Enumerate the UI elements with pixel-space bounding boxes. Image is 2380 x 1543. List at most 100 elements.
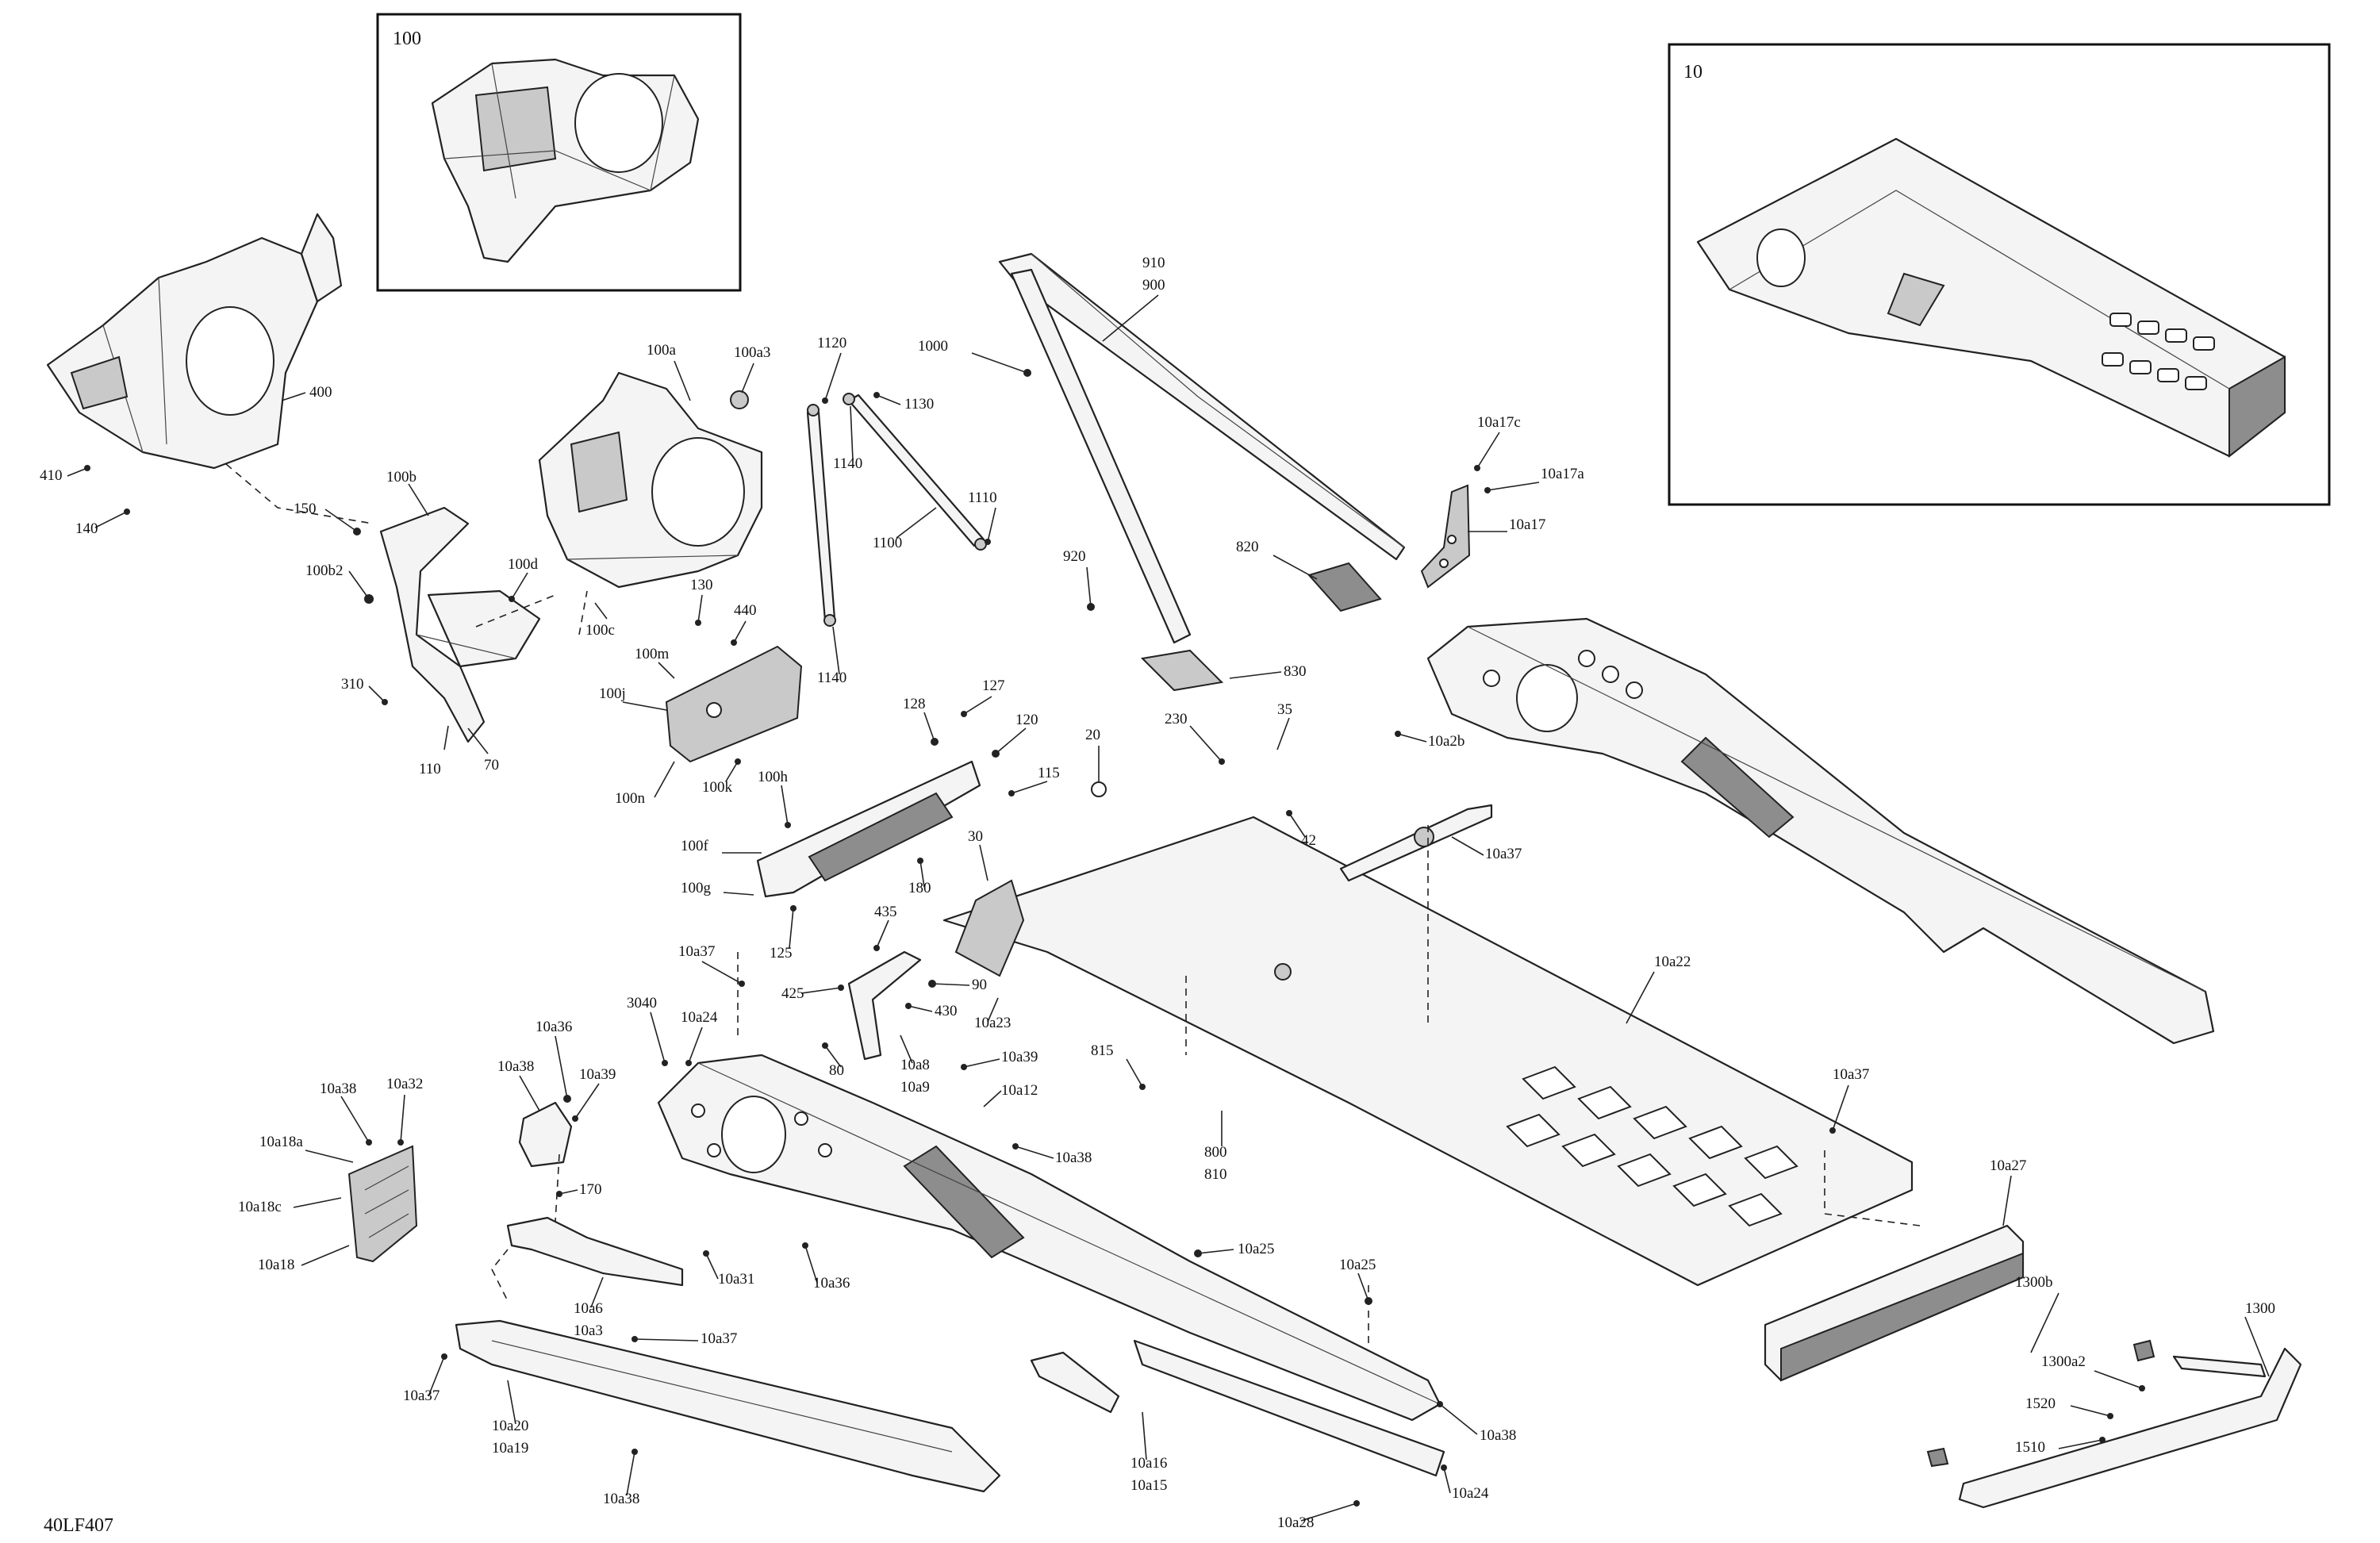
callout-c-100n: 100n [615,790,646,807]
callout-c-1300b: 1300b [2015,1274,2053,1291]
callout-c-820: 820 [1236,539,1259,555]
callout-c-1130: 1130 [904,396,934,413]
arm-10a6 [506,1216,684,1287]
callout-c-10a39b: 10a39 [1001,1049,1038,1065]
tunnel-vent-slots-inset [2102,313,2215,390]
tunnel-top-10a22 [942,816,1914,1287]
callout-c-100j: 100j [599,685,626,702]
rail-holes-left [691,1104,832,1157]
callout-c-900: 900 [1142,277,1165,294]
callout-c-10a38b: 10a38 [320,1080,356,1097]
callout-c-10a38c: 10a38 [603,1491,639,1507]
callout-c-100b2: 100b2 [305,562,344,579]
tunnel-vent-slots [1506,1065,1798,1227]
callout-c-100a: 100a [647,342,677,359]
bracket-10a17 [1420,484,1471,589]
upper-strut-900 [998,252,1406,692]
callout-c-125: 125 [770,945,793,961]
callout-c-10a3: 10a3 [574,1322,603,1339]
callout-c-430: 430 [935,1003,958,1019]
callout-c-310: 310 [341,676,364,693]
strut-rods-1100 [806,393,987,627]
callout-c-170: 170 [579,1181,602,1198]
callout-c-1100: 1100 [873,535,902,551]
rail-holes-right [1483,650,1643,699]
callout-c-100m: 100m [635,646,670,662]
callout-c-10a31: 10a31 [718,1271,754,1288]
front-frame-assembly-inset [431,58,700,263]
plate-100j [665,645,803,763]
callout-c-3040: 3040 [627,995,657,1011]
callout-c-10a39a: 10a39 [579,1066,616,1083]
callout-c-1510: 1510 [2015,1439,2045,1456]
callout-c-1120: 1120 [817,335,846,351]
callout-c-800: 800 [1204,1144,1227,1161]
callout-c-10a18a: 10a18a [259,1134,303,1150]
inset-label-100: 100 [393,29,421,49]
callout-c-10a8: 10a8 [900,1057,930,1073]
bracket-820 [1307,562,1382,612]
callout-c-10a17c: 10a17c [1477,414,1521,431]
bracket-100b [379,506,541,743]
callout-c-435: 435 [874,904,897,920]
callout-c-10a6: 10a6 [574,1300,603,1317]
callout-c-100f: 100f [681,838,709,854]
callout-c-10a20: 10a20 [492,1418,528,1434]
diagram-reference-code: 40LF407 [44,1515,113,1536]
callout-c-127: 127 [982,677,1005,694]
assembly-dashed-lines [225,463,1921,1349]
callout-c-10a27: 10a27 [1990,1157,2026,1174]
plate-10a18 [347,1145,418,1263]
callout-c-910: 910 [1142,255,1165,271]
callout-c-425: 425 [781,985,804,1002]
callout-c-10a37e: 10a37 [1833,1066,1869,1083]
callout-c-90: 90 [972,977,987,993]
callout-c-10a12: 10a12 [1001,1082,1038,1099]
callout-c-10a24b: 10a24 [1452,1485,1489,1502]
rail-piece-10a16 [1030,1339,1445,1477]
callout-c-10a28: 10a28 [1277,1514,1314,1531]
callout-c-10a16: 10a16 [1130,1455,1167,1472]
leader-lines [67,294,2270,1522]
shield-30 [954,879,1025,977]
runner-1300 [1926,1339,2302,1509]
callout-c-10a9: 10a9 [900,1079,930,1096]
callout-c-10a15: 10a15 [1130,1477,1167,1494]
callout-c-10a38d: 10a38 [1055,1150,1092,1166]
callout-c-1140a: 1140 [833,455,862,472]
callout-c-100d: 100d [508,556,539,573]
callout-c-10a25a: 10a25 [1238,1241,1274,1257]
callout-c-440: 440 [734,602,757,619]
callout-c-110: 110 [419,761,441,777]
callout-c-80: 80 [829,1062,844,1079]
callout-c-150: 150 [294,501,317,517]
callout-c-10a2b: 10a2b [1428,733,1464,750]
callout-c-10a22: 10a22 [1654,954,1691,970]
front-frame-100a [538,371,763,589]
callout-c-100b: 100b [386,469,416,486]
inset-box-10: 10 [1668,43,2331,506]
callout-c-10a37d: 10a37 [403,1388,440,1404]
callout-c-42: 42 [1301,832,1316,849]
callout-c-10a37c: 10a37 [701,1330,737,1347]
callout-c-10a37a: 10a37 [1485,846,1522,862]
callout-c-10a18: 10a18 [258,1257,294,1273]
inset-label-10: 10 [1683,62,1702,83]
engine-cradle-400 [46,213,343,470]
callout-c-230: 230 [1165,711,1188,727]
callout-c-400: 400 [309,384,332,401]
callout-c-100k: 100k [702,779,733,796]
cross-brace-10a37 [1339,804,1493,882]
callout-c-128: 128 [903,696,926,712]
callout-c-10a32: 10a32 [386,1076,423,1092]
right-side-rail [1426,617,2215,1045]
callout-c-815: 815 [1091,1042,1114,1059]
callout-c-1300: 1300 [2245,1300,2275,1317]
left-side-rail [657,1054,1441,1422]
callout-c-1110: 1110 [968,489,997,506]
callout-c-10a24a: 10a24 [681,1009,718,1026]
callout-c-10a25b: 10a25 [1339,1257,1376,1273]
callout-c-1520: 1520 [2025,1395,2056,1412]
callout-c-920: 920 [1063,548,1086,565]
